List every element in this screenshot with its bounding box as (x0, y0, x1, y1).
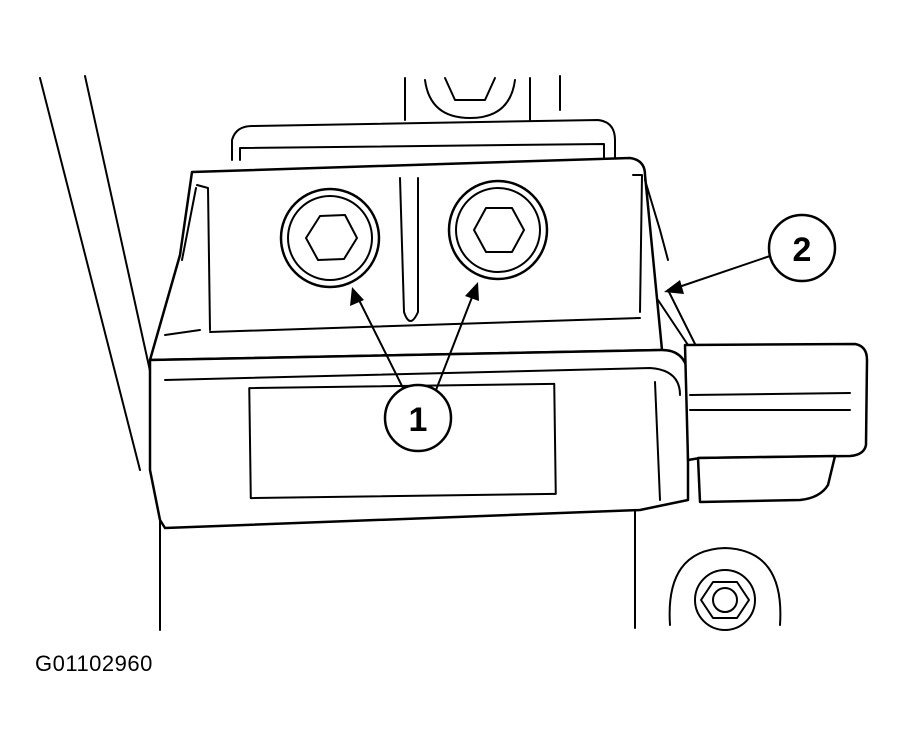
bolt-right (447, 179, 549, 281)
callout-1: 1 (350, 282, 479, 453)
arrowhead-left-bolt (350, 287, 364, 306)
rear-housing (231, 119, 616, 161)
callout-1-circle (383, 383, 453, 453)
bolt-left (279, 187, 381, 289)
arrowhead-module (664, 280, 684, 294)
callout-2-number: 2 (793, 231, 812, 269)
arrowhead-right-bolt (465, 282, 479, 301)
electrical-connector (683, 342, 869, 504)
background-panel-lines (39, 75, 636, 631)
top-nut (424, 77, 516, 119)
mounting-bracket (148, 156, 669, 362)
figure-id-label: G01102960 (35, 651, 153, 676)
callout-2-circle (767, 213, 837, 283)
callout-2: 2 (664, 213, 837, 294)
bottom-nut (668, 547, 782, 631)
callout-1-number: 1 (409, 401, 428, 439)
